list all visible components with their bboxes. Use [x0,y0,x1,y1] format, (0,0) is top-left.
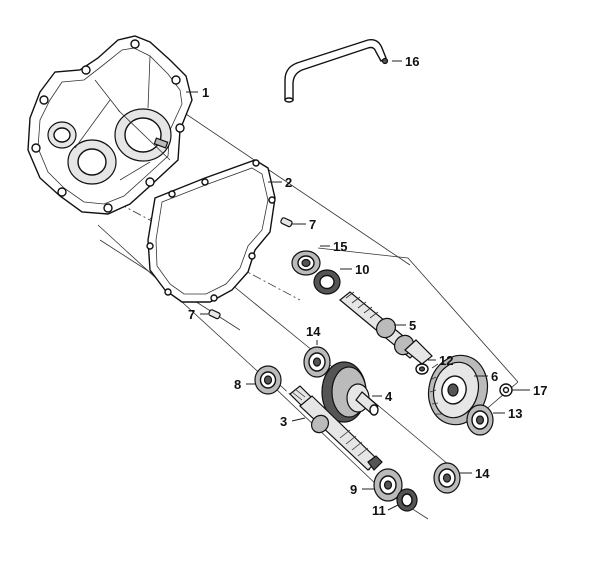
washer-17 [499,383,513,397]
oil-seal-10 [313,269,341,295]
output-shaft [339,291,433,365]
callout-14-upper: 14 [306,324,321,339]
callout-13: 13 [508,406,522,421]
callout-17: 17 [533,383,547,398]
bearing-8 [254,365,282,395]
oil-seal-11 [396,488,418,512]
callout-12: 12 [439,353,453,368]
bearing-14-lower [433,462,461,494]
leader-lines [186,60,530,511]
callout-6: 6 [491,369,498,384]
bearing-14-upper [303,346,331,378]
case-gasket [146,159,276,303]
transmission-case [27,35,193,215]
callout-1: 1 [202,85,209,100]
circlip-12 [415,363,429,375]
bearing-9 [373,468,403,502]
callout-7-upper: 7 [309,217,316,232]
callout-labels: 1 2 3 4 5 6 7 7 8 9 10 11 12 13 14 14 15… [188,54,547,518]
bearing-15 [291,250,321,276]
countershaft [289,385,383,471]
callout-3: 3 [280,414,287,429]
dowel-pin-lower [208,309,221,320]
callout-5: 5 [409,318,416,333]
bearing-13 [466,404,494,436]
breather-hose [284,38,389,103]
callout-4: 4 [385,389,393,404]
callout-14-lower: 14 [475,466,490,481]
callout-11: 11 [372,503,386,518]
assembly-guide-lines [97,109,519,520]
callout-8: 8 [234,377,241,392]
countershaft-gear [321,361,379,423]
callout-10: 10 [355,262,369,277]
dowel-pin-upper [280,217,293,228]
callout-15: 15 [333,239,347,254]
callout-9: 9 [350,482,357,497]
callout-7-lower: 7 [188,307,195,322]
callout-2: 2 [285,175,292,190]
callout-16: 16 [405,54,419,69]
